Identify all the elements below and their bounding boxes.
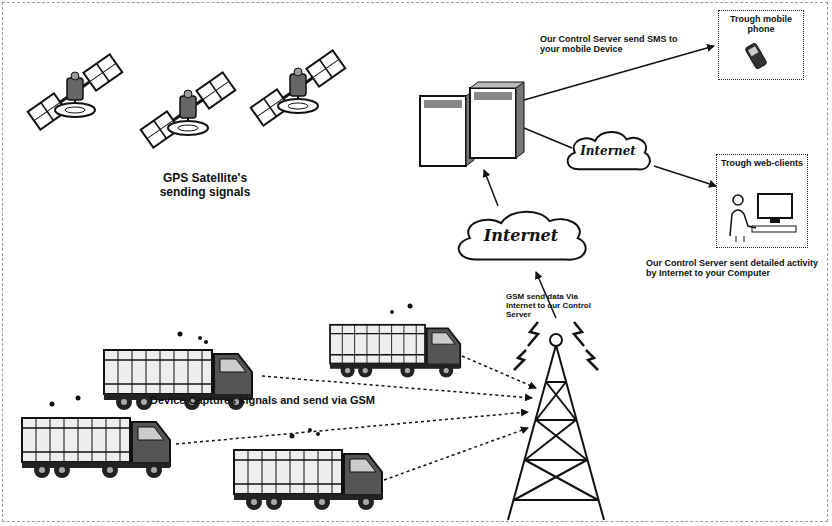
mobile-phone-icon <box>745 43 767 70</box>
internet-cloud: Internet <box>562 126 654 176</box>
computer-icon <box>730 194 796 242</box>
internet-cloud: Internet <box>450 204 592 268</box>
connector-arrow <box>654 166 716 186</box>
gsm-link <box>176 356 536 480</box>
client-box: Trough mobile phone <box>718 10 804 80</box>
annotation-text: Our Control Server send SMS to your mobi… <box>540 34 690 55</box>
truck <box>330 325 460 378</box>
truck <box>22 418 170 478</box>
box-label: Trough mobile phone <box>719 11 803 34</box>
annotation-text: GPS Satellite's sending signals <box>140 172 270 200</box>
box-label: Trough web-clients <box>717 155 807 168</box>
cloud-label: Internet <box>562 144 654 158</box>
gsm-tower <box>508 322 604 520</box>
client-box: Trough web-clients <box>716 154 808 248</box>
cloud-label: Internet <box>450 227 592 245</box>
annotation-text: GSM send data Via Internet to our Contro… <box>506 292 598 320</box>
gps-satellite <box>28 54 123 129</box>
gps-satellite <box>141 72 236 147</box>
gps-satellite <box>251 50 346 125</box>
annotation-text: Our Control Server sent detailed activit… <box>646 258 830 279</box>
truck <box>234 450 382 510</box>
control-server <box>420 82 524 166</box>
signal-dots <box>50 304 413 439</box>
annotation-text: Device Captures signals and send via GSM <box>150 394 450 407</box>
